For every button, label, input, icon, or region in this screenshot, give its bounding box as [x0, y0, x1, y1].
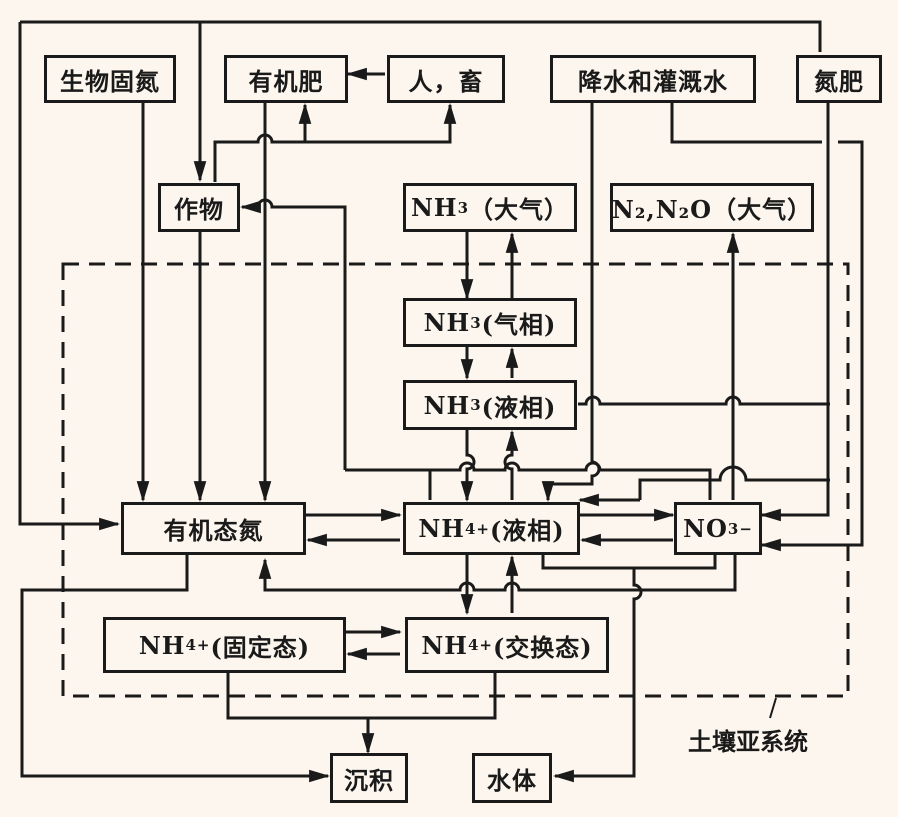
node-precipitation-irrigation: 降水和灌溉水: [550, 55, 756, 103]
subscript: 3: [470, 396, 482, 414]
nh4-to-crop: [239, 198, 347, 470]
node-label: 水体: [487, 765, 537, 795]
formula: NH: [410, 193, 458, 222]
node-label: N₂,N₂O（大气）: [611, 195, 813, 224]
formula: NO: [683, 514, 728, 543]
node-sediment: 沉积: [330, 753, 408, 803]
subscript: 4: [467, 636, 480, 654]
node-label: (交换态): [492, 632, 593, 662]
node-label: 生物固氮: [60, 66, 160, 96]
node-label: (液相): [481, 392, 557, 422]
node-organic-manure: 有机肥: [224, 55, 348, 103]
formula: NH: [423, 308, 471, 337]
formula: NH: [418, 514, 465, 543]
node-label: 氮肥: [814, 66, 864, 96]
subscript: 4: [185, 636, 197, 654]
superscript: +: [479, 636, 493, 654]
subscript: 4: [464, 519, 477, 538]
node-label: 作物: [174, 195, 224, 224]
node-n-fertilizer: 氮肥: [796, 55, 882, 103]
node-label: 降水和灌溉水: [578, 66, 728, 96]
formula: NH: [138, 630, 186, 660]
node-label: （大气）: [469, 195, 570, 224]
node-label: 有机态氮: [163, 516, 264, 545]
node-biological-fixation: 生物固氮: [44, 55, 176, 103]
subscript: 3: [457, 198, 470, 217]
node-n2-n2o-atmosphere: N₂,N₂O（大气）: [610, 183, 814, 232]
soil-subsystem-boundary: [61, 262, 850, 698]
node-water-body: 水体: [472, 753, 552, 803]
node-human-livestock: 人，畜: [387, 55, 505, 103]
node-label: 沉积: [344, 765, 394, 795]
superscript: +: [476, 519, 490, 538]
fertilizer-down: [759, 103, 830, 522]
top-loop-to-organic-n: [18, 20, 822, 524]
nh3-liq-right: [578, 395, 830, 406]
subsystem-pointer: [769, 697, 777, 719]
node-label: (固定态): [210, 632, 311, 662]
crop-to-human: [213, 102, 457, 182]
superscript: +: [196, 636, 211, 654]
node-label: 人，畜: [408, 66, 484, 96]
node-label: (液相): [489, 516, 565, 545]
node-label: 有机肥: [248, 66, 324, 96]
node-crop: 作物: [158, 183, 240, 232]
subscript: 3: [470, 313, 482, 332]
formula: NH: [423, 390, 471, 420]
node-label: (气相): [481, 310, 557, 339]
soil-subsystem-label: 土壤亚系统: [688, 727, 808, 756]
superscript: −: [739, 519, 753, 538]
node-organic-n: 有机态氮: [121, 502, 306, 555]
subscript: 3: [727, 519, 740, 538]
formula: NH: [421, 630, 468, 660]
